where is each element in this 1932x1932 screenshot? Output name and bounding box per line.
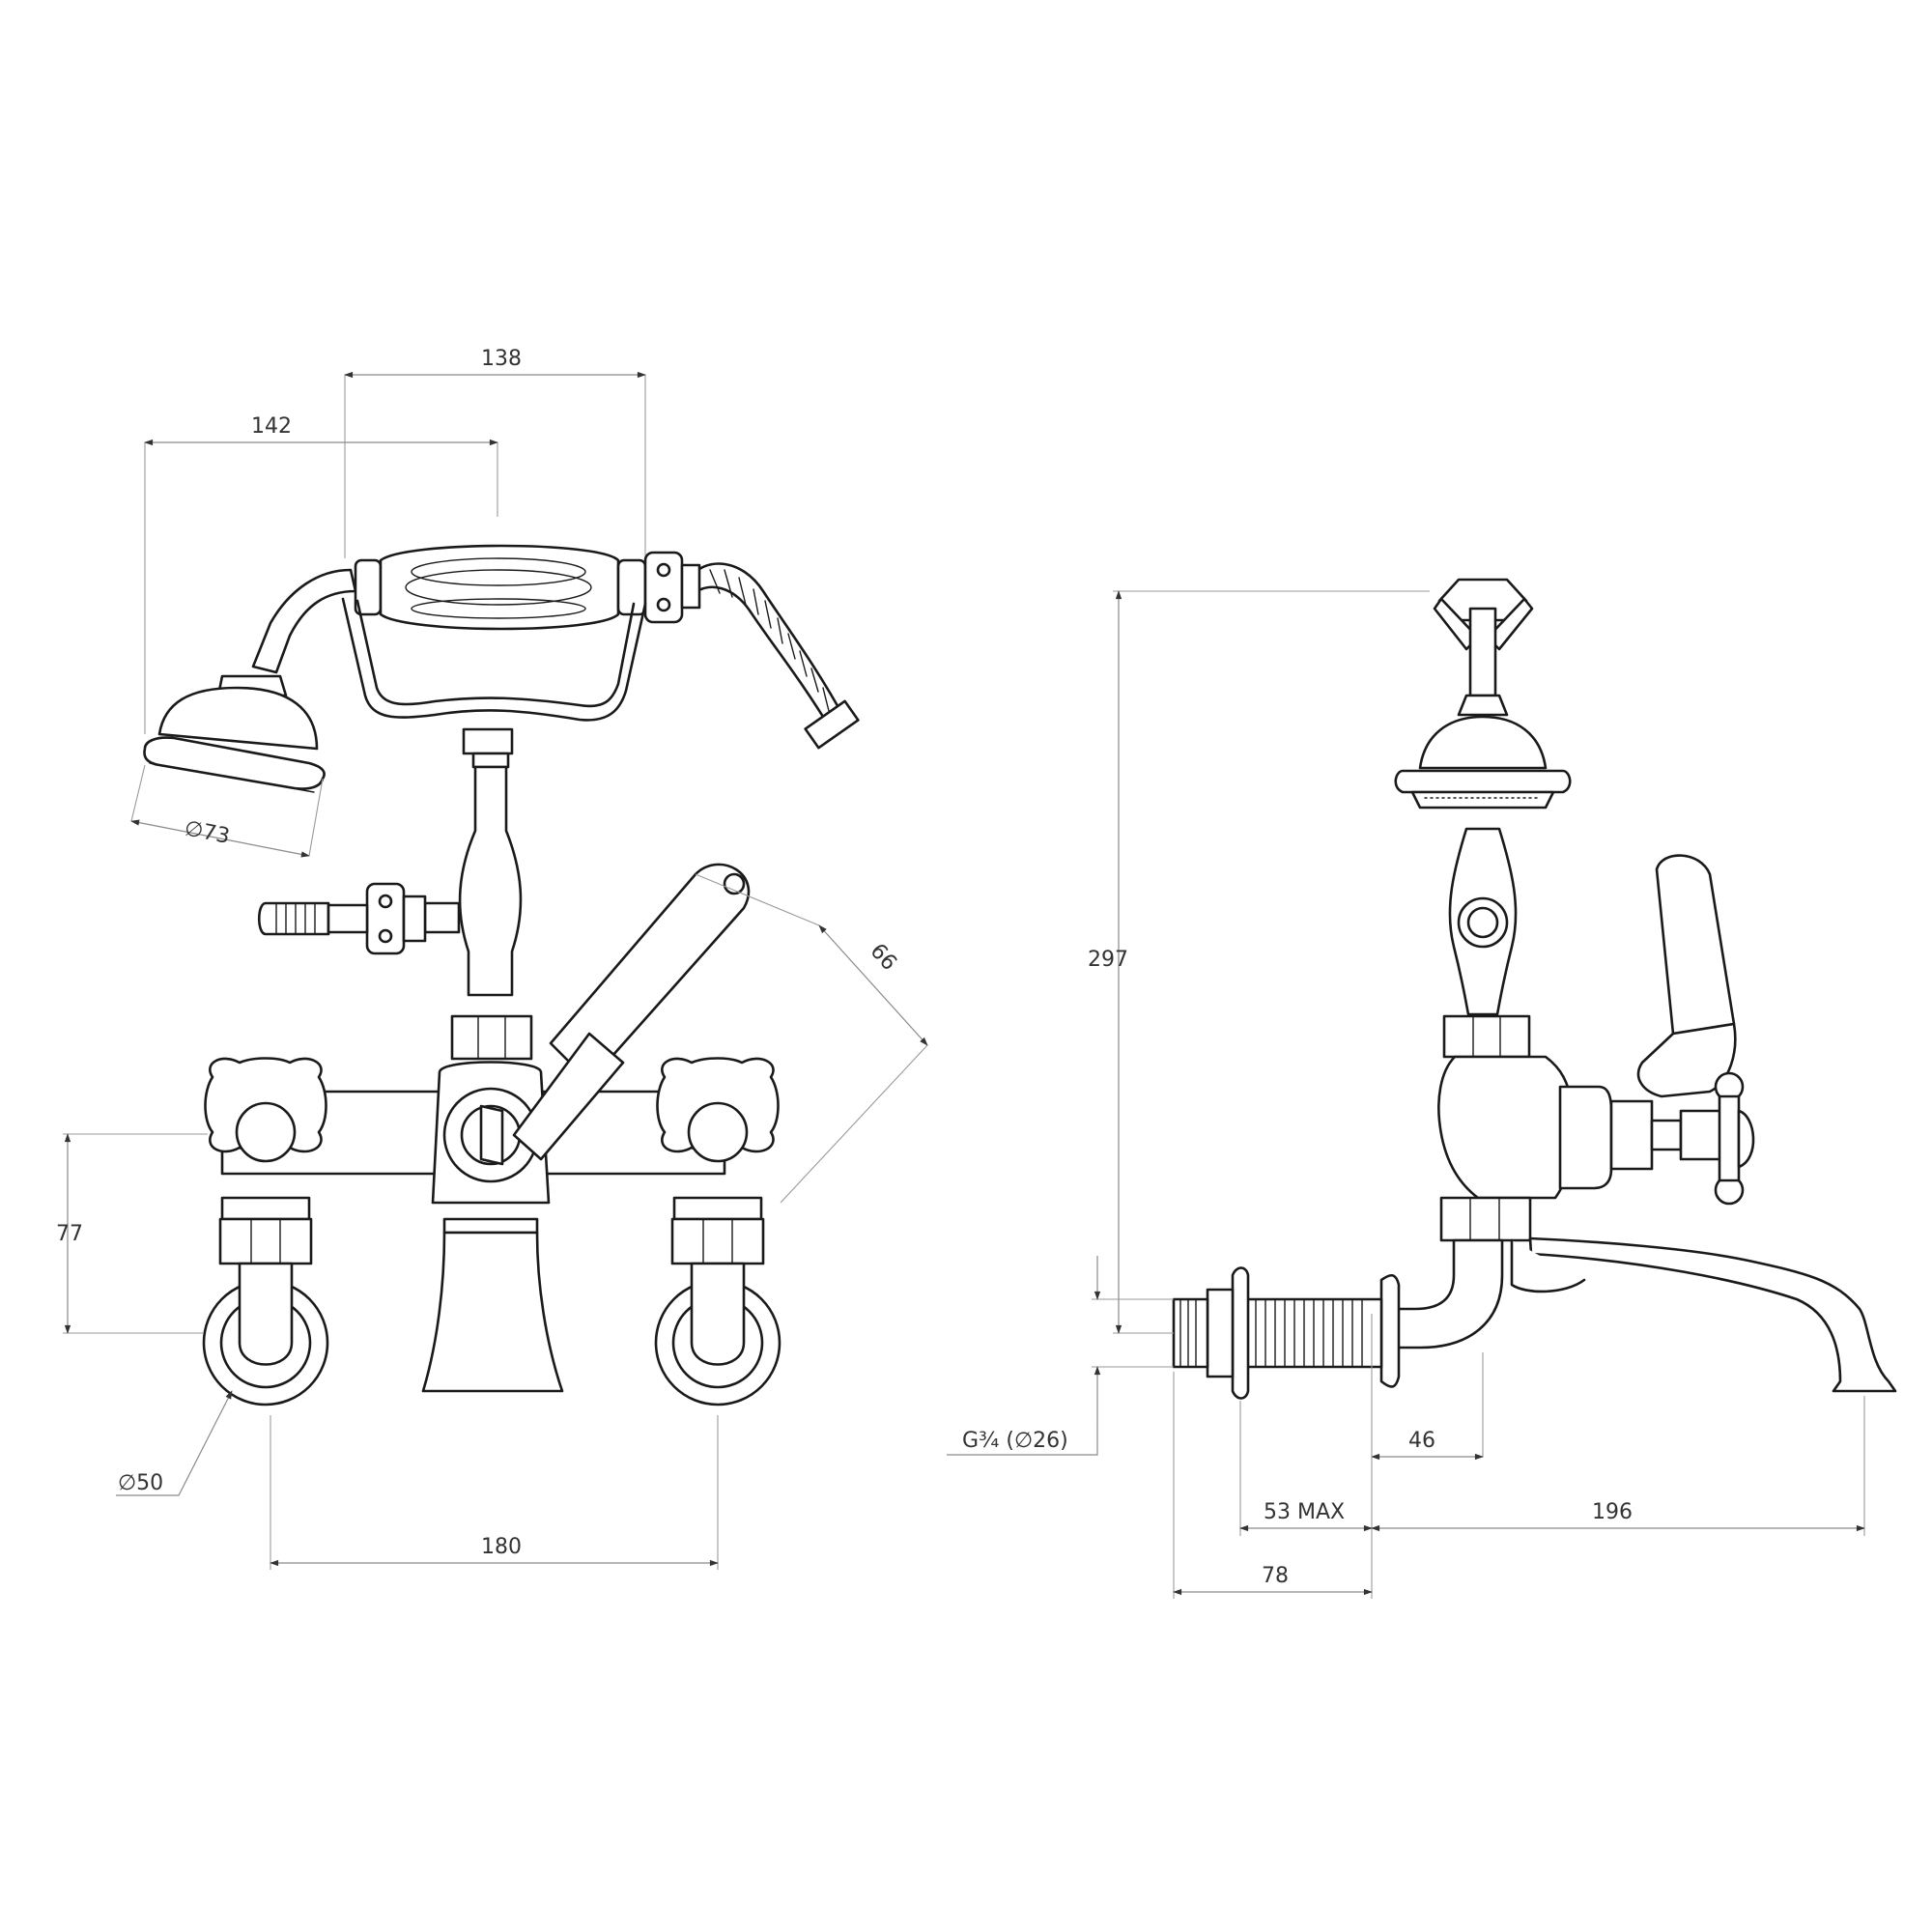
dimension-78: 78 (1173, 1372, 1373, 1599)
dimension-196: 196 (1371, 1396, 1865, 1536)
dimension-180: 180 (270, 1415, 719, 1570)
side-view: 297 G¾ (∅26) 46 53 MAX 196 (947, 578, 1897, 1599)
cross-handle-right (656, 1057, 780, 1265)
dimension-46: 46 (1371, 1352, 1484, 1461)
front-view: 138 142 ∅73 66 77 ∅50 (56, 347, 928, 1570)
side-threaded-tail (1172, 1266, 1401, 1400)
dimension-thread: G¾ (∅26) (947, 1256, 1174, 1456)
side-cross-handle (1650, 1071, 1755, 1206)
cross-handle-left (204, 1057, 327, 1265)
dimension-66-label: 66 (866, 939, 901, 976)
dimension-180-label: 180 (481, 1535, 522, 1559)
center-hex-nut (450, 1014, 533, 1061)
side-lever (1636, 854, 1737, 1098)
dimension-77-label: 77 (56, 1222, 83, 1246)
side-cradle (1448, 827, 1518, 1016)
wall-flange-right (654, 1262, 781, 1406)
dimension-77: 77 (56, 1133, 208, 1334)
side-body (1437, 1055, 1654, 1200)
dimension-53max-label: 53 MAX (1264, 1500, 1345, 1524)
riser-column (257, 752, 523, 997)
side-spout (1389, 1236, 1897, 1393)
hand-shower-head (143, 568, 357, 793)
dimension-dia50: ∅50 (116, 1390, 233, 1496)
dimension-297: 297 (1088, 590, 1430, 1334)
dimension-dia73-label: ∅73 (183, 816, 232, 849)
dimension-138: 138 (344, 347, 646, 558)
flexible-hose-top (686, 562, 860, 750)
dimension-138-label: 138 (481, 347, 522, 371)
dimension-thread-label: G¾ (∅26) (962, 1429, 1068, 1453)
dimension-46-label: 46 (1408, 1429, 1435, 1453)
side-hook (1433, 578, 1534, 697)
side-shower-head (1394, 694, 1572, 810)
dimension-78-label: 78 (1262, 1564, 1289, 1588)
lever-handle (512, 863, 751, 1161)
dimension-dia50-label: ∅50 (118, 1471, 163, 1495)
dimension-53max: 53 MAX (1239, 1314, 1373, 1599)
mixer-body (220, 1061, 726, 1393)
dimension-297-label: 297 (1088, 948, 1128, 972)
side-lower-nut (1439, 1196, 1532, 1242)
side-upper-nut (1442, 1014, 1531, 1059)
dimension-142: 142 (144, 414, 498, 734)
handset (341, 544, 701, 755)
dimension-142-label: 142 (251, 414, 292, 439)
dimension-196-label: 196 (1592, 1500, 1633, 1524)
wall-flange-left (202, 1262, 329, 1406)
